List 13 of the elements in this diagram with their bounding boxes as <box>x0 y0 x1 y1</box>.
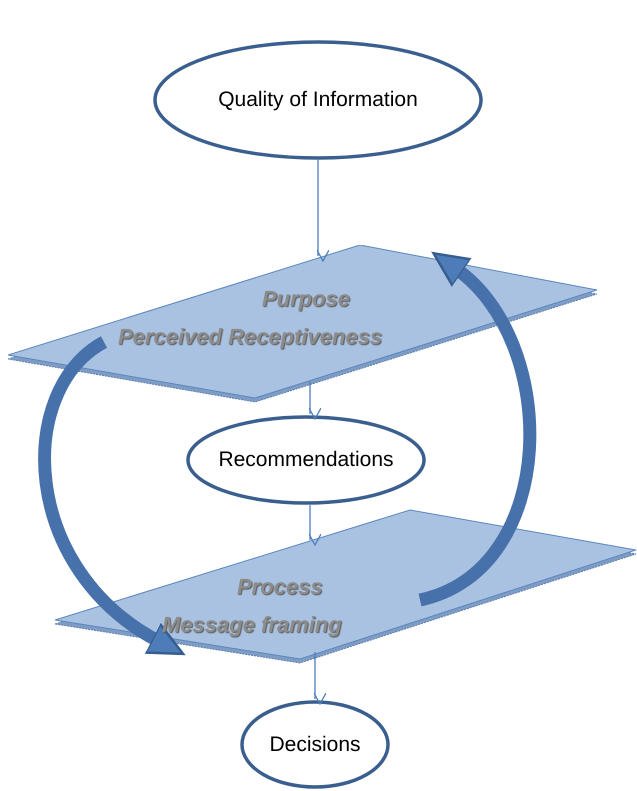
plane-label: Message framing <box>162 611 342 639</box>
arrow <box>308 505 322 546</box>
plane-label: Process <box>237 573 323 601</box>
node-label: Decisions <box>269 732 361 758</box>
curved-arrow <box>38 336 184 658</box>
node-label: Recommendations <box>218 447 394 474</box>
arrow <box>313 652 327 705</box>
curved-arrow <box>418 250 536 606</box>
arrow <box>308 382 322 420</box>
arrow <box>316 160 330 262</box>
node-label: Quality of Information <box>218 87 418 114</box>
plane-label: Perceived Receptiveness <box>118 323 382 351</box>
plane-label: Purpose <box>262 285 350 313</box>
